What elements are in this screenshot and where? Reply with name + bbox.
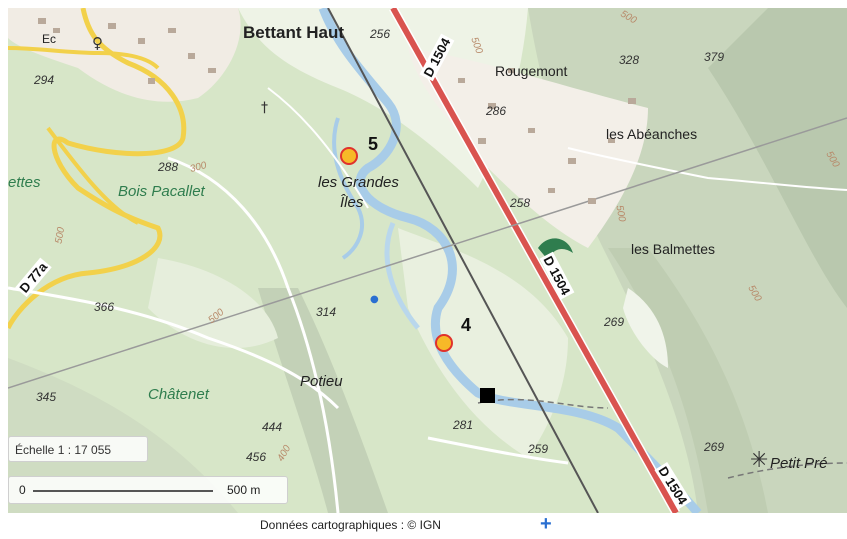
scale-bar-box: 0 500 m — [8, 476, 288, 504]
place-chatenet: Châtenet — [148, 386, 209, 403]
elevation-379: 379 — [704, 50, 725, 64]
pass-symbol-icon: ✳ — [750, 448, 769, 473]
zoom-in-plus-icon[interactable]: + — [540, 513, 552, 535]
place-les-balmettes: les Balmettes — [631, 241, 716, 257]
site-marker-4[interactable] — [435, 334, 453, 352]
place-iles: Îles — [340, 194, 364, 211]
place-les-grandes: les Grandes — [318, 174, 399, 191]
place-ec: Ec — [42, 32, 57, 46]
place-potieu: Potieu — [300, 373, 343, 390]
place-les-abeanches: les Abéanches — [606, 126, 698, 142]
site-marker-4-label: 4 — [461, 315, 472, 335]
elevation-269-south: 269 — [704, 440, 725, 454]
map-canvas[interactable]: Bettant Haut Rougemont les Abéanches les… — [8, 8, 847, 513]
scale-start-label: 0 — [19, 483, 26, 497]
elevation-286: 286 — [486, 104, 507, 118]
place-bettant-haut: Bettant Haut — [243, 23, 345, 42]
site-marker-5-label: 5 — [368, 134, 379, 154]
female-symbol-icon: ♀ — [92, 34, 103, 52]
map-attribution: Données cartographiques : © IGN — [260, 518, 441, 532]
place-bois-pacallet: Bois Pacallet — [118, 183, 205, 200]
place-petit-pre: Petit Pré — [770, 455, 828, 472]
map-footer: Données cartographiques : © IGN + — [0, 513, 847, 539]
elevation-345: 345 — [36, 390, 57, 404]
elevation-444: 444 — [262, 420, 283, 434]
elevation-314: 314 — [316, 305, 337, 319]
elevation-294: 294 — [34, 73, 55, 87]
scale-ratio-text: Échelle 1 : 17 055 — [15, 443, 112, 457]
elevation-258: 258 — [510, 196, 531, 210]
water-point-icon: ● — [370, 294, 379, 305]
elevation-256: 256 — [370, 27, 391, 41]
scale-end-label: 500 m — [227, 483, 261, 497]
scale-bar-line — [33, 490, 213, 492]
church-cross-icon: † — [261, 100, 268, 116]
elevation-281: 281 — [453, 418, 474, 432]
black-square-marker[interactable] — [480, 388, 495, 403]
elevation-456: 456 — [246, 450, 267, 464]
elevation-269-east: 269 — [604, 315, 625, 329]
elevation-328: 328 — [619, 53, 640, 67]
place-rougemont: Rougemont — [495, 63, 568, 79]
site-marker-5[interactable] — [340, 147, 358, 165]
elevation-288: 288 — [158, 160, 179, 174]
elevation-366: 366 — [94, 300, 115, 314]
map-background — [8, 8, 847, 513]
place-ettes: ettes — [8, 174, 41, 191]
scale-ratio-box: Échelle 1 : 17 055 — [8, 436, 148, 462]
elevation-259: 259 — [528, 442, 549, 456]
